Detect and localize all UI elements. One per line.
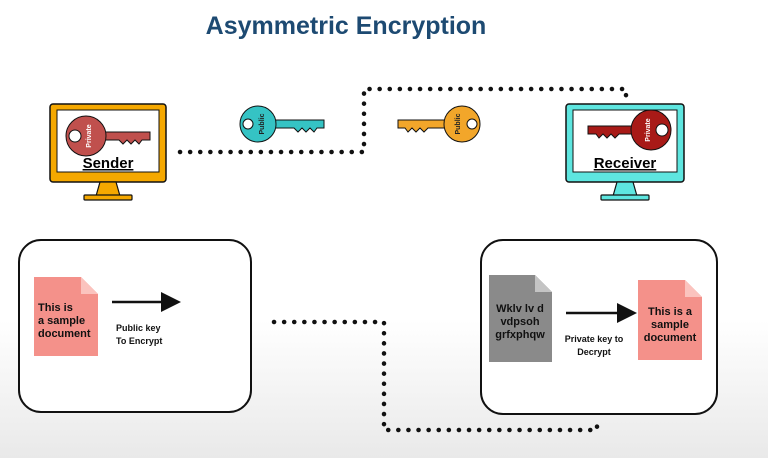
sender-receiver-dotted-connector xyxy=(177,86,629,155)
receiver-monitor: Private Receiver xyxy=(565,103,685,201)
plaintext-line-2: a sample xyxy=(38,315,85,327)
decrypted-document-icon xyxy=(638,280,702,360)
receiver-monitor-base xyxy=(600,194,650,201)
encrypt-panel: This is a sample document Public key To … xyxy=(18,239,252,413)
ciphertext-line-1: Wklv lv d xyxy=(496,303,544,315)
receiver-monitor-stand xyxy=(612,181,638,197)
decrypted-line-3: document xyxy=(644,332,697,344)
plaintext-line-3: document xyxy=(38,328,91,340)
decrypted-line-2: sample xyxy=(651,319,689,331)
page-title: Asymmetric Encryption xyxy=(206,12,487,40)
orange-public-key-label: Public xyxy=(455,113,462,134)
sender-monitor-stand xyxy=(95,181,121,197)
decrypt-caption-line-2: Decrypt xyxy=(577,347,611,357)
sender-key-label: Private xyxy=(86,124,93,147)
sender-monitor: Private Sender xyxy=(49,103,167,201)
decrypt-caption-line-1: Private key to xyxy=(565,334,624,344)
orange-public-key-icon: Public xyxy=(397,105,481,143)
decrypt-panel: Wklv lv d vdpsoh grfxphqw Private key to… xyxy=(480,239,718,415)
teal-public-key-icon: Public xyxy=(239,105,325,143)
encrypt-caption-line-1: Public key xyxy=(116,323,161,333)
sender-label: Sender xyxy=(83,155,134,172)
ciphertext-line-3: grfxphqw xyxy=(495,329,545,341)
teal-public-key-label: Public xyxy=(259,113,266,134)
plaintext-line-1: This is xyxy=(38,302,73,314)
receiver-label: Receiver xyxy=(594,155,657,172)
ciphertext-line-2: vdpsoh xyxy=(500,316,539,328)
encrypt-caption-line-2: To Encrypt xyxy=(116,336,162,346)
decrypted-line-1: This is a xyxy=(648,306,693,318)
plaintext-document-icon xyxy=(34,277,98,356)
sender-private-key-icon: Private xyxy=(65,115,151,157)
panels-dotted-connector xyxy=(271,319,600,433)
sender-monitor-base xyxy=(83,194,133,201)
receiver-key-label: Private xyxy=(645,118,652,141)
ciphertext-document-icon xyxy=(489,275,552,362)
receiver-private-key-icon: Private xyxy=(587,109,672,151)
